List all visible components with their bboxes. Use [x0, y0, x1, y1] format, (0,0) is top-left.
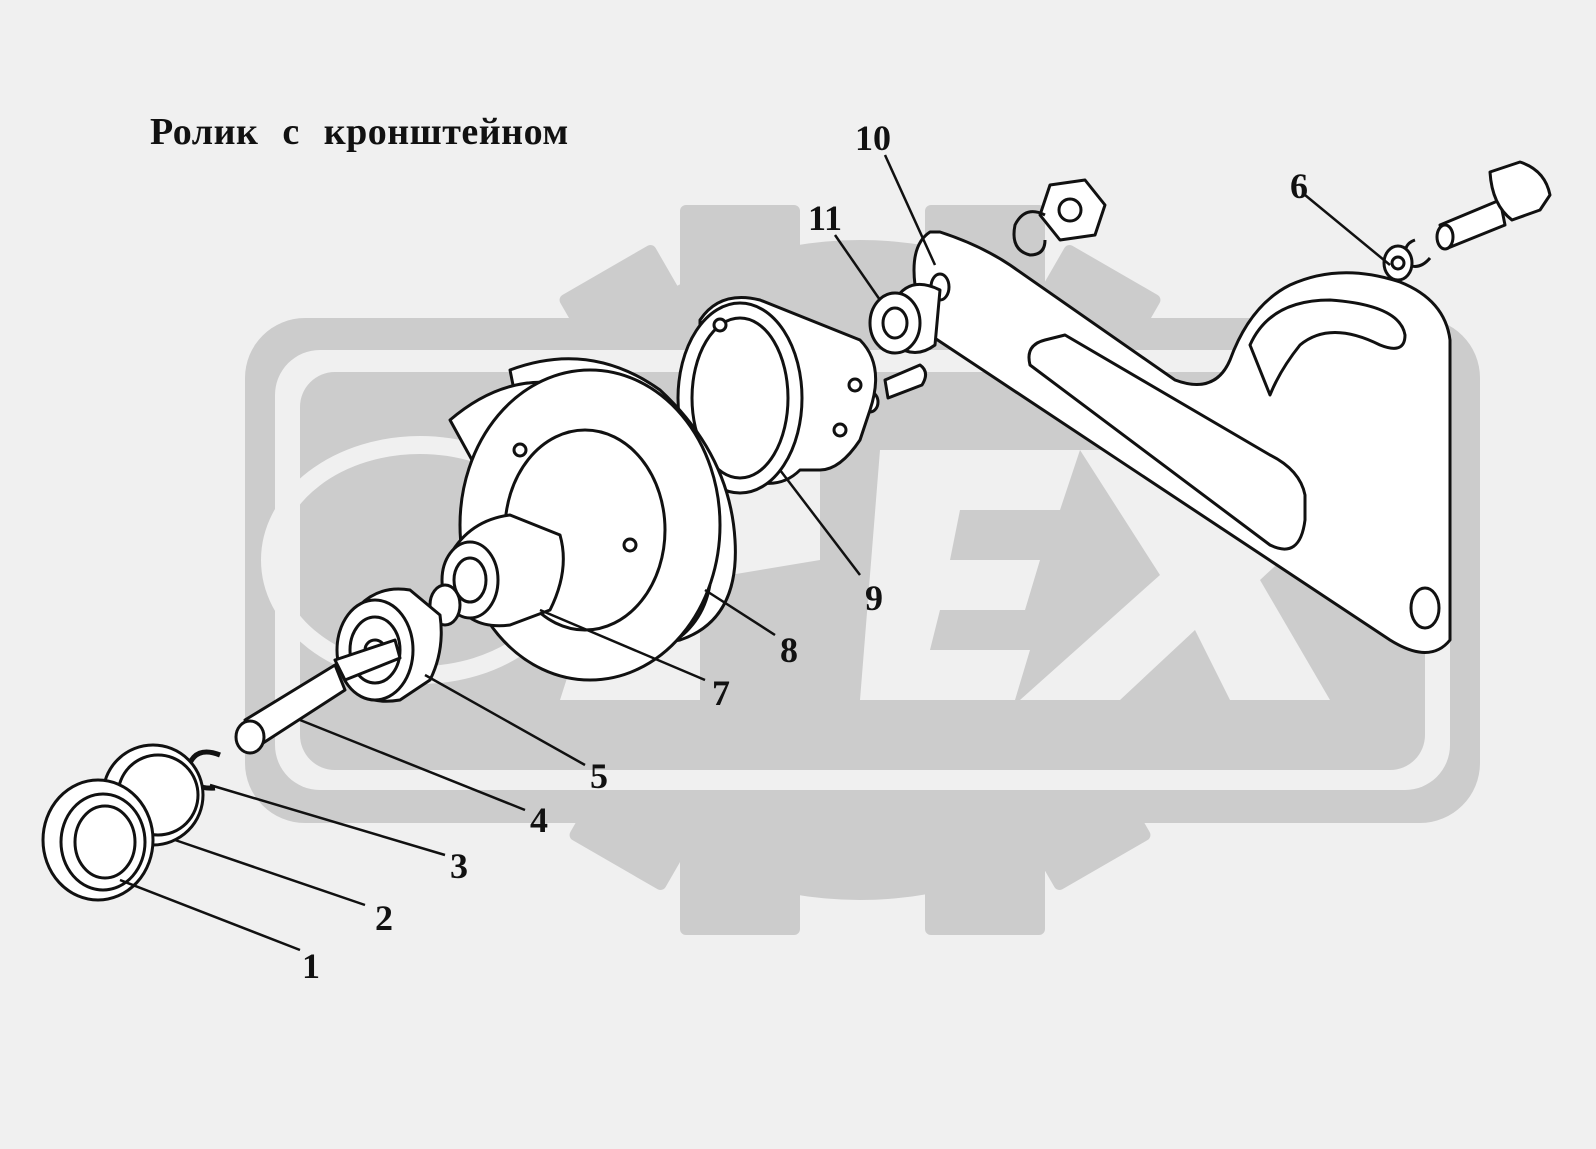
- callout-7: 7: [712, 673, 730, 713]
- callout-9: 9: [865, 578, 883, 618]
- bolt: [1382, 160, 1552, 282]
- nut: [1012, 178, 1107, 257]
- callout-5: 5: [590, 756, 608, 796]
- callout-8: 8: [780, 630, 798, 670]
- diagram-title: Ролик с кронштейном: [150, 111, 569, 153]
- bracket-plate: [912, 230, 1452, 654]
- callout-11: 11: [808, 198, 843, 238]
- callout-2: 2: [375, 898, 393, 938]
- hub-sleeve: [428, 513, 565, 628]
- callout-10: 10: [855, 118, 891, 158]
- callout-4: 4: [530, 800, 548, 840]
- callout-3: 3: [450, 846, 468, 886]
- end-cap: [41, 778, 155, 902]
- callout-6: 6: [1290, 166, 1308, 206]
- callout-1: 1: [302, 946, 320, 986]
- bearing-housing: [676, 296, 878, 495]
- axle-shaft: [234, 638, 402, 755]
- leader-lines: [119, 154, 1391, 952]
